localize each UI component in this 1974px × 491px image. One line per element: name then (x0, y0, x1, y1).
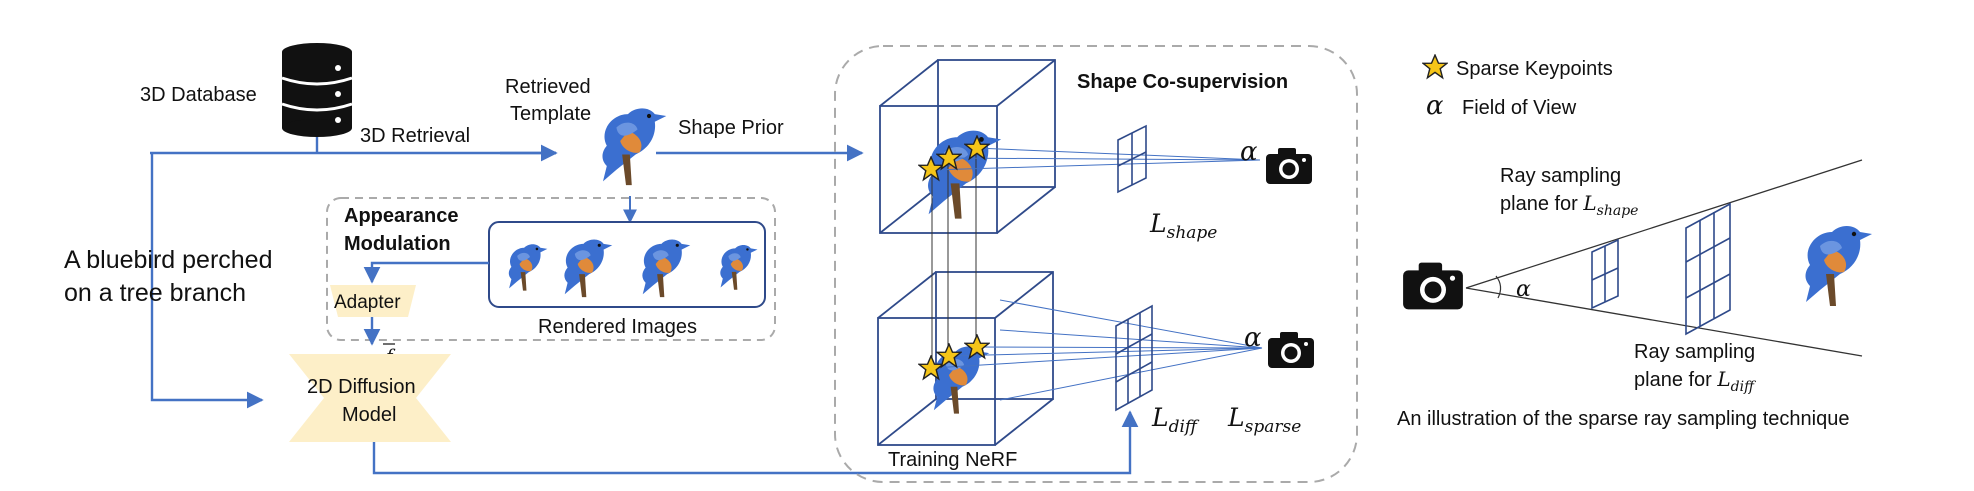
camera-icon (1266, 148, 1312, 184)
shape-prior-label: Shape Prior (678, 117, 784, 139)
diffusion-label-line1: 2D Diffusion (307, 376, 416, 398)
appearance-title-line1: Appearance (344, 205, 459, 227)
rendered-images-box (488, 221, 766, 308)
database-icon (281, 43, 353, 137)
loss-shape: Lshape (1149, 209, 1217, 243)
bottom-cube (877, 271, 1054, 446)
legend-keypoints-label: Sparse Keypoints (1456, 58, 1613, 80)
keypoint-correspondence-lines (931, 148, 977, 368)
prompt-arrow (150, 153, 264, 409)
rendered-images-label: Rendered Images (538, 316, 697, 338)
right-bird-image (1805, 226, 1872, 306)
diff-ray-plane-icon (1685, 202, 1731, 336)
render-to-adapter-arrow (363, 261, 489, 284)
loss-diff: Ldiff (1151, 403, 1200, 437)
alpha-top: α (1240, 137, 1258, 167)
fov-arc (1495, 275, 1502, 299)
appearance-title-line2: Modulation (344, 233, 451, 255)
template-bird-image (602, 108, 667, 186)
adapter-block (330, 285, 416, 317)
ray-shape-line1: Ray sampling (1500, 165, 1621, 187)
shape-cosupervision-title: Shape Co-supervision (1077, 71, 1288, 93)
diffusion-label-line2: Model (342, 404, 396, 426)
ray-shape-line2: plane for Lshape (1500, 191, 1638, 219)
training-nerf-label: Training NeRF (888, 449, 1017, 471)
template-label-line1: Retrieved (505, 76, 591, 98)
diffusion-model-block (289, 354, 451, 442)
prompt-line2: on a tree branch (64, 279, 246, 307)
legend-alpha-symbol: α (1426, 91, 1444, 121)
appearance-modulation-box (326, 197, 776, 341)
retrieval-line (150, 137, 556, 155)
diffusion-to-loss-arrow (372, 410, 1139, 475)
legend-star-icon (1422, 54, 1448, 79)
adapter-label: Adapter (334, 292, 401, 313)
right-alpha: α (1516, 277, 1531, 302)
database-label: 3D Database (140, 84, 257, 106)
legend-fov-label: Field of View (1462, 97, 1577, 119)
ray-diff-line2: plane for Ldiff (1634, 367, 1756, 395)
prompt-line1: A bluebird perched (64, 246, 272, 274)
top-cube (879, 59, 1056, 234)
loss-sparse: Lsparse (1227, 403, 1301, 437)
top-sampling-plane-icon (1117, 124, 1147, 194)
retrieval-label: 3D Retrieval (360, 125, 470, 147)
alpha-bottom: α (1244, 323, 1262, 353)
camera-icon (1403, 262, 1463, 310)
template-label-line2: Template (510, 103, 591, 125)
bottom-sampling-plane-icon (1115, 304, 1153, 412)
ray-sampling-caption: An illustration of the sparse ray sampli… (1397, 408, 1849, 430)
shape-cosupervision-box (834, 45, 1358, 483)
shape-ray-plane-icon (1591, 238, 1619, 310)
ray-diff-line1: Ray sampling (1634, 341, 1755, 363)
camera-icon (1268, 332, 1314, 368)
frustum-lines (1465, 159, 1863, 357)
